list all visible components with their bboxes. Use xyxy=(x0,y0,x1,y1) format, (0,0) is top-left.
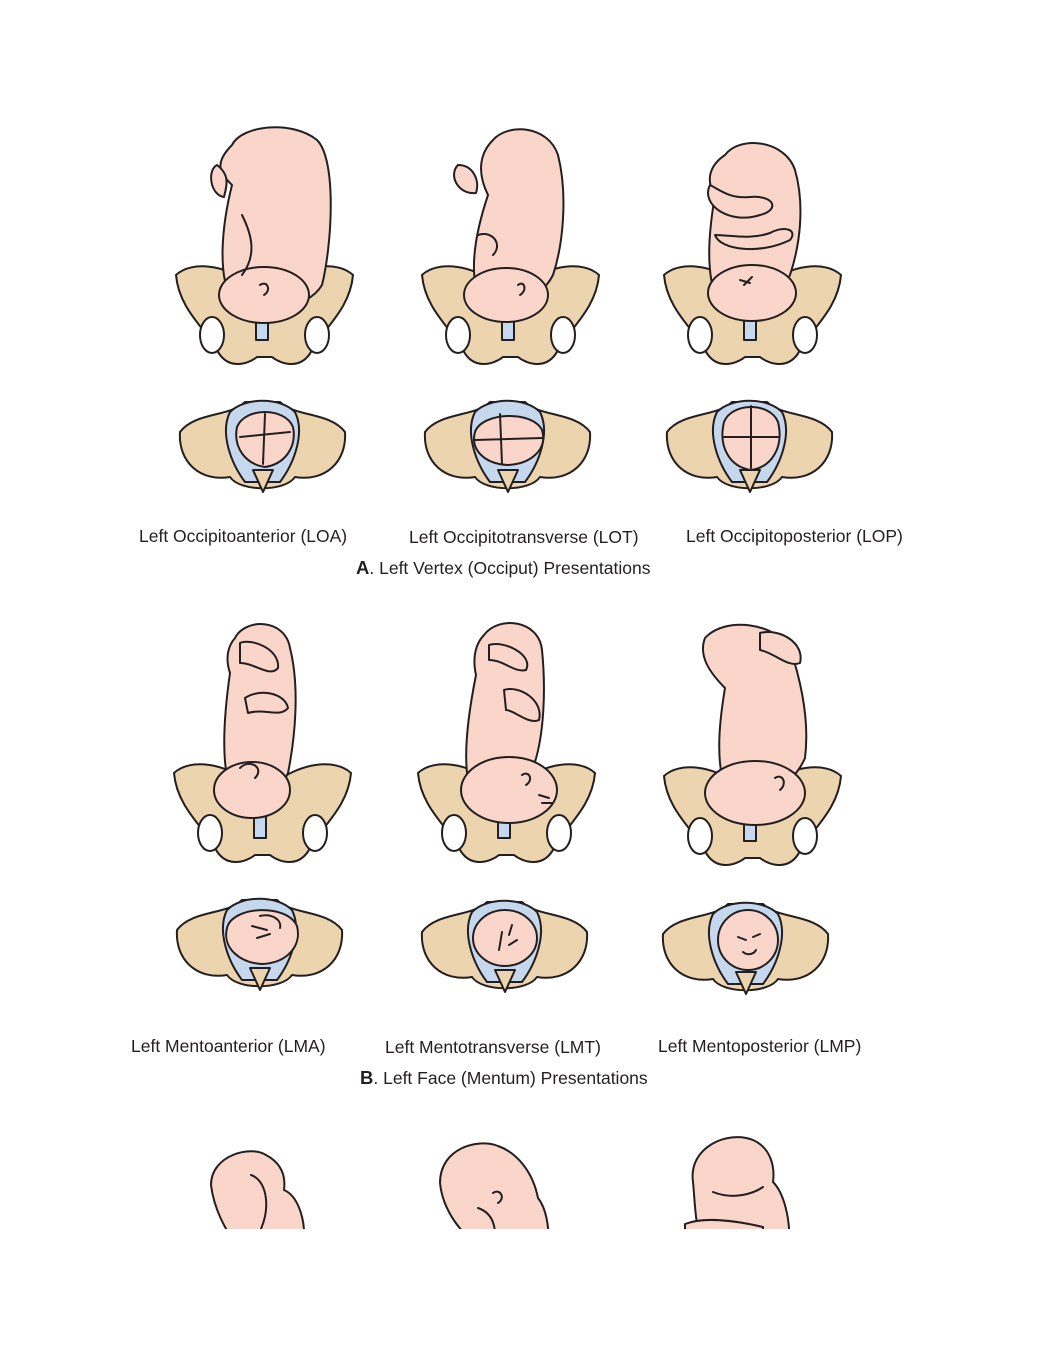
section-a-letter: A xyxy=(356,557,370,578)
lma-inlet-illustration xyxy=(172,888,347,1003)
lot-label: Left Occipitotransverse (LOT) xyxy=(409,527,639,547)
lmt-label: Left Mentotransverse (LMT) xyxy=(385,1037,601,1057)
loa-front-illustration xyxy=(172,125,357,380)
lma-label: Left Mentoanterior (LMA) xyxy=(131,1036,326,1056)
lop-inlet-illustration xyxy=(662,392,837,507)
section-b-caption: B. Left Face (Mentum) Presentations xyxy=(360,1067,648,1089)
loa-label: Left Occipitoanterior (LOA) xyxy=(139,526,348,546)
section-a-caption-text: . Left Vertex (Occiput) Presentations xyxy=(369,558,651,578)
section-c-fetus-3-illustration xyxy=(683,1132,798,1229)
section-a-caption: A. Left Vertex (Occiput) Presentations xyxy=(356,557,650,579)
section-c-fetus-1-illustration xyxy=(206,1145,316,1229)
lma-front-illustration xyxy=(170,618,355,878)
lop-front-illustration xyxy=(660,125,845,380)
lot-front-illustration xyxy=(418,125,603,380)
lmp-inlet-illustration xyxy=(658,892,833,1007)
lmp-front-illustration xyxy=(660,618,845,883)
lot-inlet-illustration xyxy=(420,392,595,507)
section-b-letter: B xyxy=(360,1067,374,1088)
section-b-caption-text: . Left Face (Mentum) Presentations xyxy=(373,1068,648,1088)
lmt-front-illustration xyxy=(414,615,599,880)
loa-inlet-illustration xyxy=(175,392,350,507)
lmp-label: Left Mentoposterior (LMP) xyxy=(658,1036,862,1056)
lop-label: Left Occipitoposterior (LOP) xyxy=(686,526,903,546)
lmt-inlet-illustration xyxy=(417,890,592,1005)
section-c-fetus-2-illustration xyxy=(438,1138,553,1229)
